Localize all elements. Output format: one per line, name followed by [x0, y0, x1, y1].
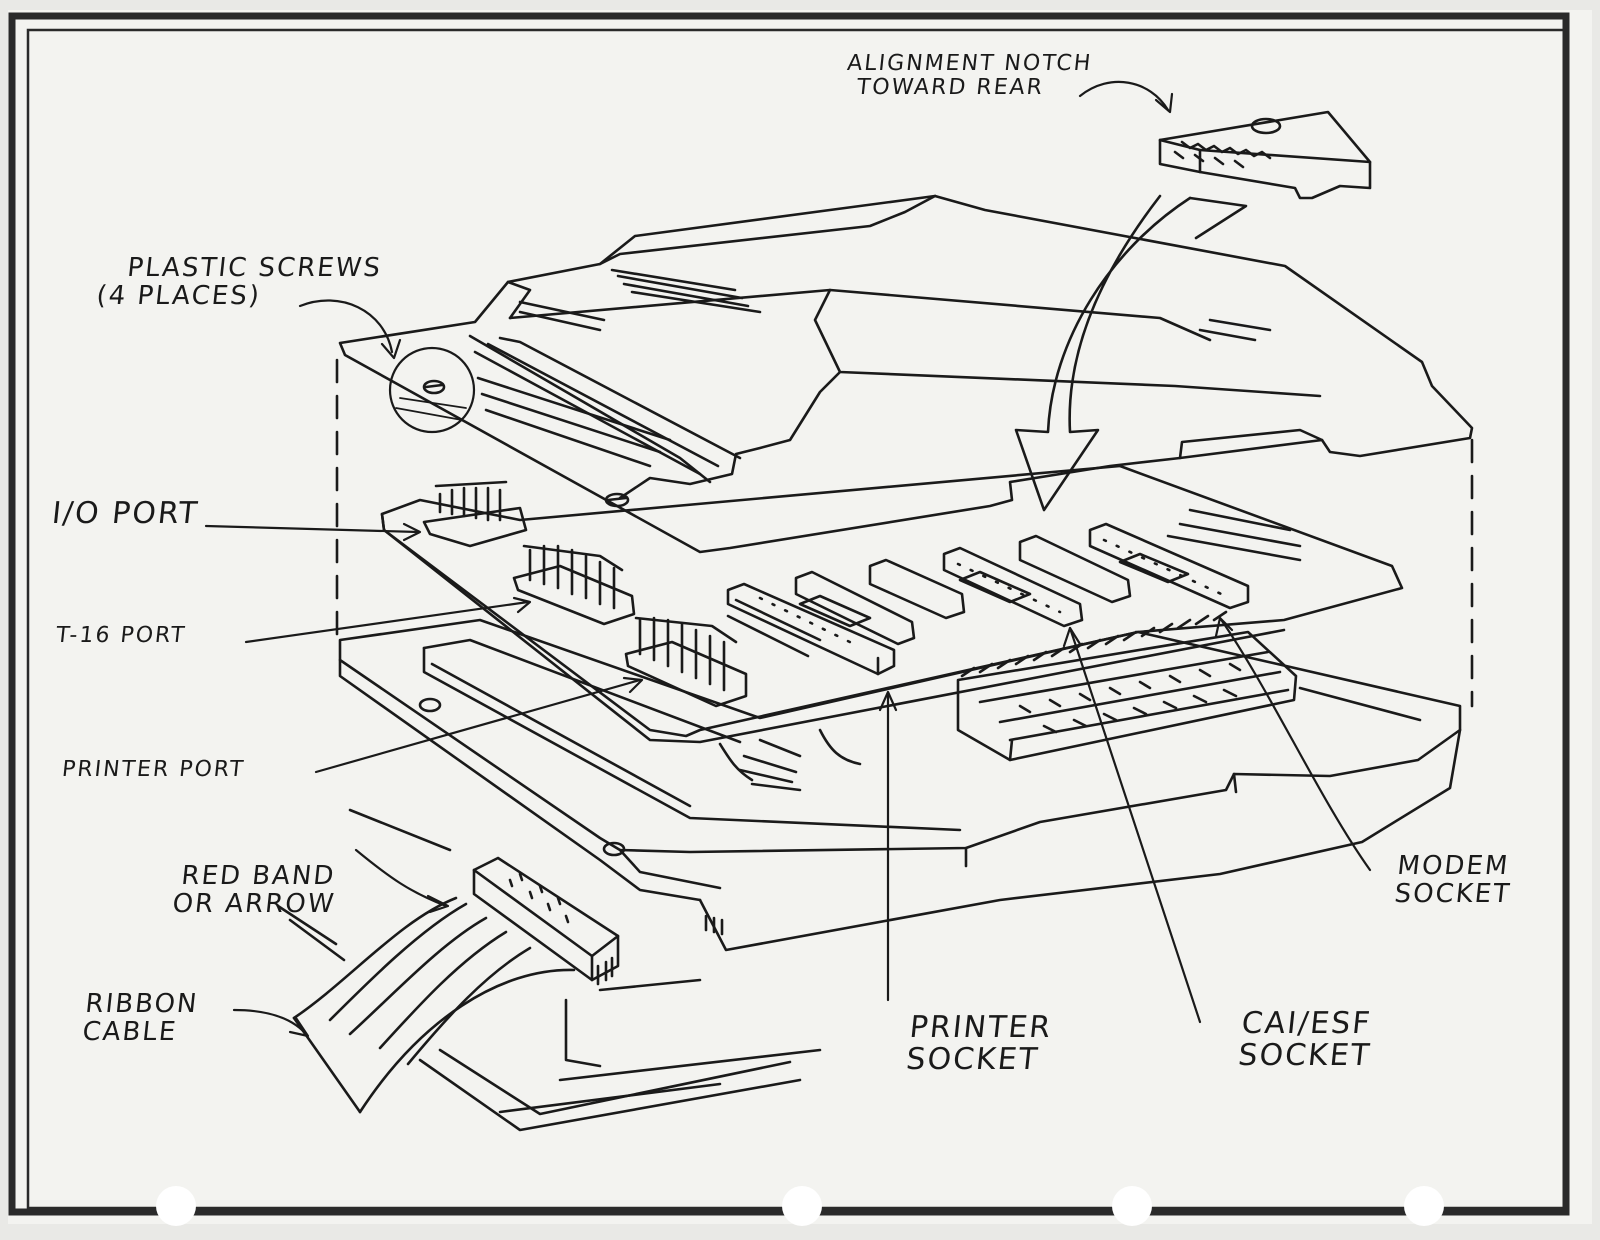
- label-red-band: RED BAND OR ARROW: [171, 861, 340, 919]
- label-plastic-screws-line2: (4 PLACES): [94, 281, 263, 312]
- label-printer-socket: PRINTER SOCKET: [904, 1010, 1054, 1078]
- label-t16-port: T-16 PORT: [54, 623, 188, 648]
- label-modem-socket: MODEM SOCKET: [1392, 851, 1515, 910]
- label-red-band-line1: RED BAND: [179, 861, 337, 891]
- base-tray: [338, 618, 1462, 1132]
- label-printer-port: PRINTER PORT: [60, 757, 247, 782]
- ribbon-cable: [276, 856, 620, 1114]
- label-printer-socket-line1: PRINTER: [907, 1010, 1054, 1045]
- label-ribbon-cable-line2: CABLE: [80, 1017, 179, 1048]
- label-cai-esf-socket-line1: CAI/ESF: [1239, 1006, 1374, 1041]
- alignment-guides: [335, 358, 1474, 708]
- label-red-band-line2: OR ARROW: [170, 889, 337, 920]
- alignment-chip: [1158, 110, 1372, 200]
- connector-block: [956, 610, 1298, 762]
- top-cover: [338, 194, 1474, 554]
- insertion-arrow: [1014, 194, 1248, 512]
- label-modem-socket-line2: SOCKET: [1392, 879, 1513, 910]
- label-alignment-notch-line1: ALIGNMENT NOTCH: [845, 51, 1094, 76]
- label-plastic-screws-line1: PLASTIC SCREWS: [125, 253, 384, 283]
- label-ribbon-cable-line1: RIBBON: [83, 989, 200, 1019]
- punch-holes: [156, 1186, 1444, 1226]
- label-alignment-notch-line2: TOWARD REAR: [855, 74, 1046, 100]
- label-cai-esf-socket: CAI/ESF SOCKET: [1236, 1006, 1376, 1074]
- label-io-port: I/O PORT: [50, 496, 201, 531]
- label-ribbon-cable: RIBBON CABLE: [80, 989, 200, 1048]
- leader-lines: [204, 80, 1372, 1038]
- label-plastic-screws: PLASTIC SCREWS (4 PLACES): [95, 253, 384, 311]
- label-alignment-notch: ALIGNMENT NOTCH TOWARD REAR: [844, 51, 1094, 100]
- label-printer-socket-line2: SOCKET: [904, 1042, 1041, 1078]
- label-modem-socket-line1: MODEM: [1395, 851, 1511, 881]
- label-cai-esf-socket-line2: SOCKET: [1236, 1038, 1373, 1074]
